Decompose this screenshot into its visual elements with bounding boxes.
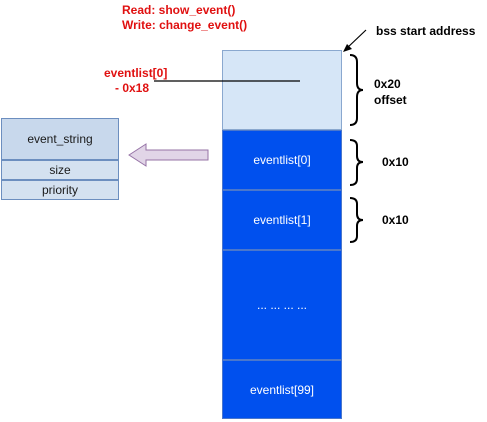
brace-label-block0: 0x10 bbox=[382, 155, 409, 169]
brace-label-offset-line2: offset bbox=[374, 93, 407, 107]
struct-field-size-label: size bbox=[49, 163, 71, 177]
eventlist-0-block: eventlist[0] bbox=[222, 130, 342, 190]
struct-field-priority: priority bbox=[1, 180, 119, 200]
eventlist-99-block: eventlist[99] bbox=[222, 360, 342, 419]
ellipsis-block: ... ... ... ... bbox=[222, 250, 342, 360]
brace-label-offset-line1: 0x20 bbox=[374, 77, 401, 91]
ellipsis-label: ... ... ... ... bbox=[256, 298, 307, 312]
bss-pointer-arrowhead bbox=[343, 44, 352, 52]
struct-field-event-string-label: event_string bbox=[27, 132, 93, 146]
left-arrow-icon bbox=[128, 143, 209, 167]
read-note-line: Read: show_event() bbox=[122, 3, 236, 17]
eventlist-1-block: eventlist[1] bbox=[222, 190, 342, 250]
eventlist-99-label: eventlist[99] bbox=[249, 382, 315, 397]
eventlist-0-label: eventlist[0] bbox=[253, 153, 311, 167]
brace-label-offset: 0x20 offset bbox=[374, 76, 407, 108]
read-write-note: Read: show_event() Write: change_event() bbox=[122, 3, 247, 33]
bss-pointer-line bbox=[345, 29, 367, 50]
struct-field-size: size bbox=[1, 160, 119, 180]
brace-label-block1: 0x10 bbox=[382, 213, 409, 227]
offset-region-block bbox=[222, 50, 342, 130]
brace-offset-icon bbox=[349, 54, 364, 126]
struct-field-event-string: event_string bbox=[1, 118, 119, 160]
eventlist-offset-note: eventlist[0] - 0x18 bbox=[104, 66, 168, 96]
brace-block1-icon bbox=[349, 197, 364, 243]
bss-start-label: bss start address bbox=[376, 24, 476, 38]
struct-field-priority-label: priority bbox=[41, 183, 78, 197]
eventlist-offset-line1: eventlist[0] bbox=[104, 66, 168, 80]
eventlist-1-label: eventlist[1] bbox=[253, 213, 311, 227]
write-note-line: Write: change_event() bbox=[122, 18, 248, 32]
brace-block0-icon bbox=[349, 139, 364, 186]
eventlist-offset-line2: - 0x18 bbox=[114, 81, 150, 95]
